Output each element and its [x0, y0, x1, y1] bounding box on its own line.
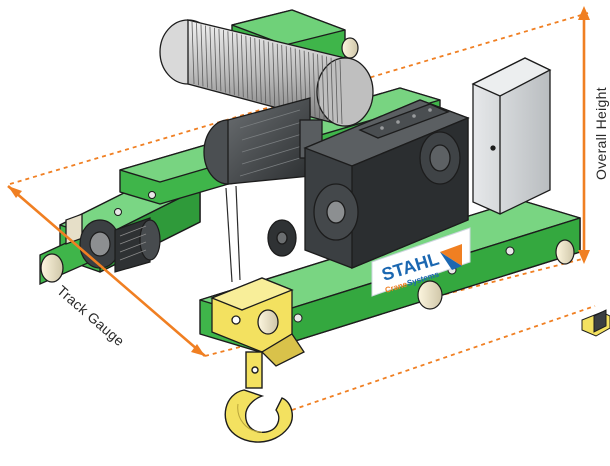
drum-groove — [205, 25, 208, 88]
edge-part — [581, 309, 610, 337]
overall-height-dimension: Overall Height — [578, 6, 609, 264]
drum-groove — [276, 43, 280, 108]
hook — [224, 351, 293, 443]
drum-groove — [240, 34, 244, 98]
drum-groove — [317, 54, 320, 118]
overall-height-label: Overall Height — [593, 87, 609, 180]
drum-groove — [218, 28, 222, 92]
drum-groove — [209, 26, 213, 89]
hoist-gearbox — [267, 99, 470, 269]
drum-groove — [272, 42, 276, 106]
drum-groove — [254, 38, 258, 101]
frame-bolts — [114, 191, 515, 323]
hook-block — [210, 277, 305, 367]
stahl-logo: STAHL Crane Systems — [371, 227, 471, 297]
hoist-ropes — [225, 185, 241, 283]
drum-groove — [330, 57, 334, 122]
drum-groove — [231, 32, 235, 95]
right-wheels — [341, 37, 575, 310]
drum-groove — [339, 59, 343, 125]
drum-groove — [196, 23, 199, 86]
drum-groove — [285, 46, 289, 110]
drum-groove — [335, 58, 338, 123]
drum-groove — [227, 31, 231, 94]
drum-groove — [245, 35, 249, 99]
drum-groove — [312, 53, 316, 117]
track-gauge-label: Track Gauge — [54, 282, 128, 349]
drum-groove — [249, 36, 253, 100]
control-cabinet — [471, 57, 552, 215]
drum-groove — [281, 45, 285, 109]
drum-groove — [321, 55, 325, 120]
drum-groove — [222, 30, 226, 93]
travel-gear-motor — [79, 217, 161, 273]
hoist-motor — [203, 97, 323, 185]
drum-groove — [267, 41, 271, 105]
drum-groove — [191, 21, 195, 85]
drum-groove — [214, 27, 217, 91]
drum-groove — [263, 40, 267, 104]
drum-groove — [326, 56, 329, 121]
drum-groove — [258, 39, 262, 103]
drum-groove — [236, 33, 240, 97]
drum-groove — [200, 24, 204, 87]
drum-groove — [290, 47, 294, 111]
